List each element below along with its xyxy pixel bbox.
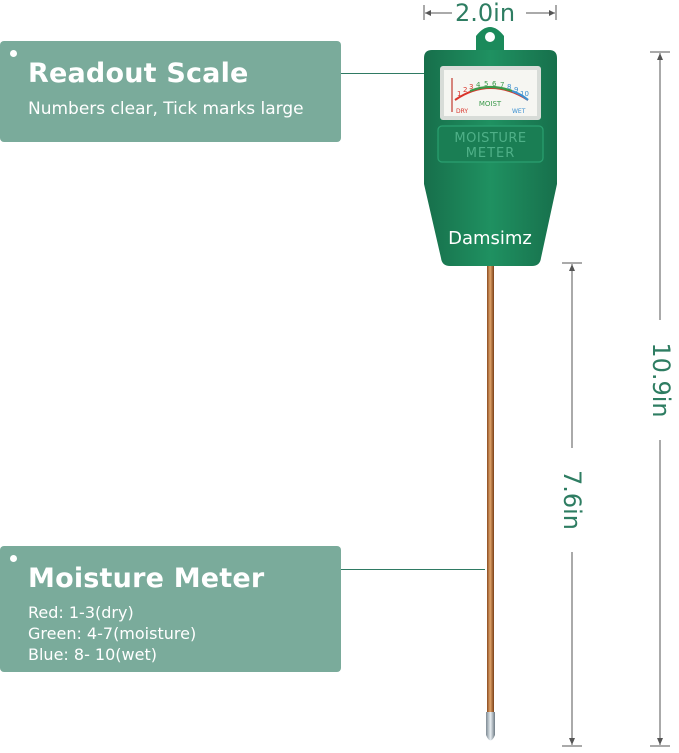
legend-blue: Blue: 8- 10(wet) <box>28 645 157 664</box>
dial-scale-number: 4 <box>476 81 481 89</box>
probe-rod <box>487 262 494 714</box>
meter-leader-line <box>341 569 485 570</box>
dial-scale-number: 7 <box>500 81 504 89</box>
dial-scale-number: 6 <box>492 80 497 88</box>
dial-scale-number: 5 <box>484 80 488 88</box>
dial-scale-number: 3 <box>469 83 473 91</box>
dial-face <box>444 70 537 116</box>
moisture-meter-callout: Moisture Meter Red: 1-3(dry) Green: 4-7(… <box>0 546 341 672</box>
readout-leader-line <box>341 73 425 74</box>
bullet-dot <box>10 555 17 562</box>
probe-tip <box>486 712 495 741</box>
total-length-dimension-label: 10.9in <box>647 342 675 418</box>
dial-scale-number: 10 <box>520 90 529 98</box>
color-legend: Red: 1-3(dry) Green: 4-7(moisture) Blue:… <box>28 602 196 665</box>
embossed-label-line1: MOISTURE <box>454 131 526 146</box>
readout-scale-callout: Readout Scale Numbers clear, Tick marks … <box>0 41 341 142</box>
embossed-label-line2: METER <box>466 146 516 161</box>
probe-length-dimension-label: 7.6in <box>558 469 586 531</box>
moisture-meter-title: Moisture Meter <box>28 563 265 594</box>
bullet-dot <box>10 50 17 57</box>
dial-moist-label: MOIST <box>479 100 502 108</box>
dial-scale-number: 9 <box>514 86 518 94</box>
dial-scale-number: 8 <box>507 83 511 91</box>
readout-scale-title: Readout Scale <box>28 58 249 89</box>
brand-logo: Damsimz <box>448 228 532 249</box>
readout-scale-subtitle: Numbers clear, Tick marks large <box>28 99 304 119</box>
embossed-label-plate <box>437 125 544 163</box>
dial-wet-label: WET <box>512 108 526 115</box>
legend-green: Green: 4-7(moisture) <box>28 624 197 643</box>
dial-scale-number: 1 <box>457 90 461 98</box>
dial-dry-label: DRY <box>456 108 468 115</box>
dial-scale-number: 2 <box>463 86 467 94</box>
legend-red: Red: 1-3(dry) <box>28 603 134 622</box>
width-dimension-label: 2.0in <box>455 0 516 27</box>
